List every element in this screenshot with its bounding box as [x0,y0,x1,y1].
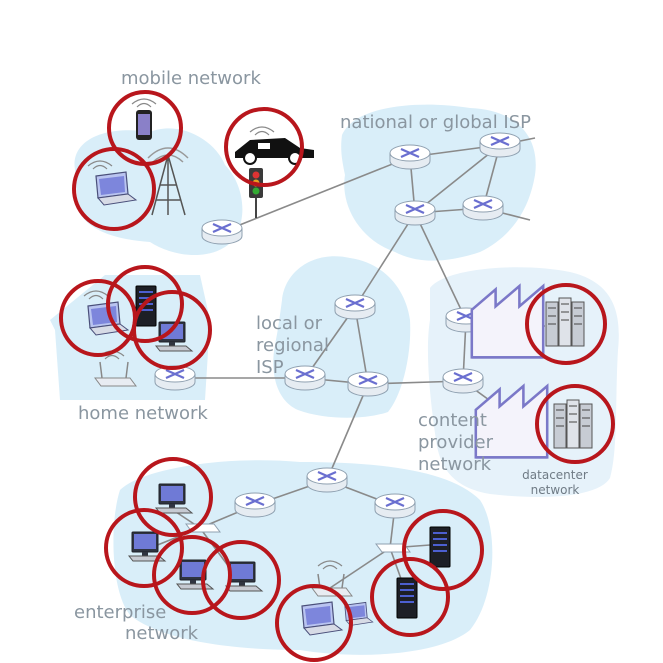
enterprise-label-line1: enterprise [74,602,167,623]
highlight-circle [275,584,353,662]
highlight-circle [104,508,184,588]
router-icon [373,492,417,520]
server-icon [396,577,418,619]
router-icon [233,491,277,519]
mobile-network-label: mobile network [121,68,261,89]
global-isp-label: national or global ISP [340,112,532,133]
local-isp-label: local or regional ISP [256,313,329,378]
switch-icon [375,543,411,553]
content-provider-label: content provider network [418,410,493,475]
wireless-access-point-icon [94,350,137,387]
server-rack-icon [545,297,585,347]
highlight-circle [402,509,484,591]
datacenter-network-label: datacenter network [522,468,588,497]
server-icon [135,285,157,327]
router-icon [305,466,349,494]
highlight-circle [152,535,232,615]
home-network-label: home network [78,403,208,424]
highlight-circle [370,557,450,637]
highlight-circle [106,265,184,343]
router-icon [333,293,377,321]
highlight-circle [133,457,213,537]
server-rack-icon [553,399,593,449]
server-icon [429,526,451,568]
router-icon [393,199,437,227]
highlight-circle [525,283,607,365]
router-icon [346,370,390,398]
highlight-circles [59,90,615,662]
traffic-light-icon [249,168,263,218]
highlight-circle [72,147,156,231]
router-icon [200,218,244,246]
router-icon [388,143,432,171]
enterprise-label-line2: network [125,623,199,644]
router-icon [441,367,485,395]
smartphone-icon [131,98,157,140]
highlight-circle [224,107,304,187]
router-icon [478,131,522,159]
router-icon [461,194,505,222]
highlight-circle [535,384,615,464]
highlight-circle [201,540,281,620]
highlight-circle [132,290,212,370]
